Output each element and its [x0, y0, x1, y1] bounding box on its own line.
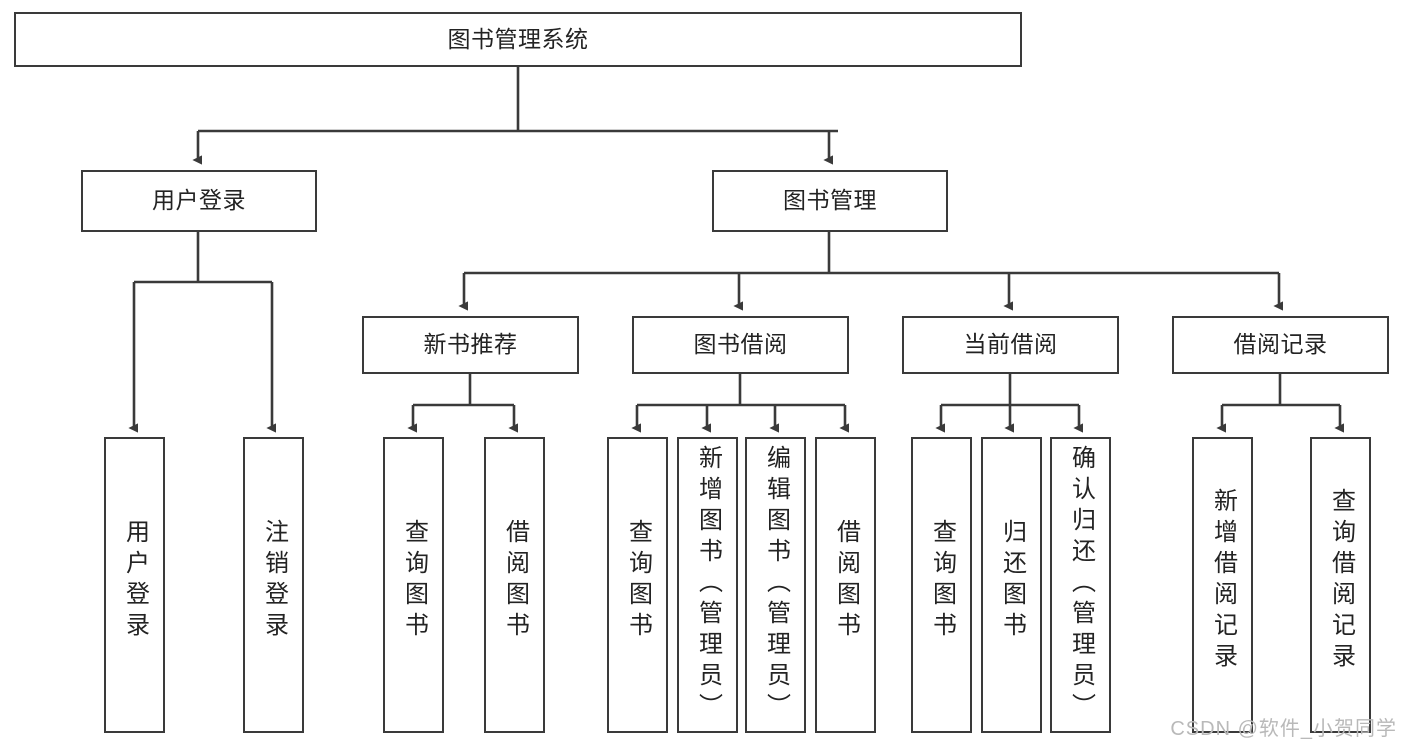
- node-label: 查询图书: [624, 519, 652, 643]
- node-label: 当前借阅: [963, 331, 1058, 358]
- node-book-management[interactable]: 图书管理: [712, 170, 948, 232]
- node-label: 查询借阅记录: [1327, 488, 1355, 674]
- leaf-current-query-book[interactable]: 查询图书: [911, 437, 972, 733]
- node-label: 借阅图书: [832, 519, 860, 643]
- leaf-user-login-logout[interactable]: 注销登录: [243, 437, 304, 733]
- node-borrow-record[interactable]: 借阅记录: [1172, 316, 1389, 374]
- node-label: 编辑图书（管理员）: [762, 445, 790, 724]
- leaf-borrow-borrow-book[interactable]: 借阅图书: [815, 437, 876, 733]
- node-root-system[interactable]: 图书管理系统: [14, 12, 1022, 67]
- node-user-login[interactable]: 用户登录: [81, 170, 317, 232]
- node-label: 确认归还（管理员）: [1067, 445, 1095, 724]
- node-label: 归还图书: [998, 519, 1026, 643]
- leaf-current-confirm-return-admin[interactable]: 确认归还（管理员）: [1050, 437, 1111, 733]
- leaf-record-query-record[interactable]: 查询借阅记录: [1310, 437, 1371, 733]
- leaf-current-return-book[interactable]: 归还图书: [981, 437, 1042, 733]
- node-label: 用户登录: [121, 519, 149, 643]
- node-label: 查询图书: [928, 519, 956, 643]
- node-current-borrow[interactable]: 当前借阅: [902, 316, 1119, 374]
- leaf-borrow-add-book-admin[interactable]: 新增图书（管理员）: [677, 437, 738, 733]
- node-new-book-recommend[interactable]: 新书推荐: [362, 316, 579, 374]
- node-label: 新书推荐: [423, 331, 518, 358]
- node-label: 查询图书: [400, 519, 428, 643]
- watermark-text: CSDN @软件_小贺同学: [1170, 718, 1397, 740]
- node-label: 图书管理: [783, 187, 877, 214]
- node-label: 图书借阅: [693, 331, 788, 358]
- node-label: 新增图书（管理员）: [694, 445, 722, 724]
- leaf-new-book-borrow[interactable]: 借阅图书: [484, 437, 545, 733]
- leaf-user-login-login[interactable]: 用户登录: [104, 437, 165, 733]
- leaf-borrow-query-book[interactable]: 查询图书: [607, 437, 668, 733]
- node-label: 用户登录: [152, 187, 246, 214]
- node-label: 借阅记录: [1233, 331, 1328, 358]
- node-label: 新增借阅记录: [1209, 488, 1237, 674]
- leaf-record-add-record[interactable]: 新增借阅记录: [1192, 437, 1253, 733]
- leaf-new-book-query[interactable]: 查询图书: [383, 437, 444, 733]
- node-book-borrow[interactable]: 图书借阅: [632, 316, 849, 374]
- leaf-borrow-edit-book-admin[interactable]: 编辑图书（管理员）: [745, 437, 806, 733]
- node-label: 图书管理系统: [447, 25, 589, 52]
- node-label: 注销登录: [260, 519, 288, 643]
- node-label: 借阅图书: [501, 519, 529, 643]
